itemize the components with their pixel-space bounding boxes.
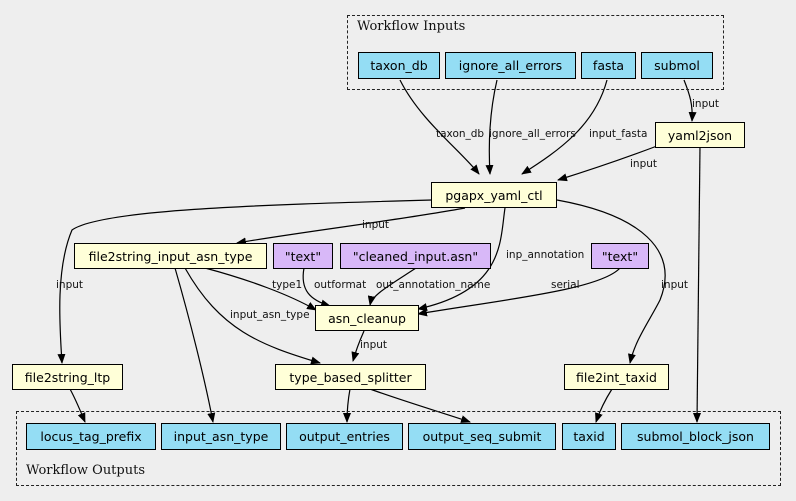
edge-fasta-pgapx bbox=[521, 79, 608, 175]
workflow-outputs-title: Workflow Outputs bbox=[26, 463, 145, 478]
edge-label-ignore-all-errors: ignore_all_errors bbox=[489, 128, 576, 140]
node-ignore-all-errors[interactable]: ignore_all_errors bbox=[445, 52, 576, 79]
node-cleaned-input-literal[interactable]: "cleaned_input.asn" bbox=[340, 243, 491, 269]
node-text-literal-1[interactable]: "text" bbox=[273, 243, 333, 269]
workflow-inputs-cluster: Workflow Inputs bbox=[347, 15, 724, 90]
node-input-asn-type[interactable]: input_asn_type bbox=[161, 423, 281, 450]
node-output-entries[interactable]: output_entries bbox=[286, 423, 403, 450]
node-type-based-splitter[interactable]: type_based_splitter bbox=[275, 364, 426, 390]
edge-label-type1: type1 bbox=[272, 279, 303, 291]
workflow-inputs-title: Workflow Inputs bbox=[357, 19, 466, 34]
edge-text1-asn bbox=[302, 267, 331, 308]
edge-label-inp-annotation: inp_annotation bbox=[506, 249, 585, 261]
edge-pgapx-taxid bbox=[556, 199, 666, 364]
node-locus-tag-prefix[interactable]: locus_tag_prefix bbox=[26, 423, 156, 450]
edge-asn-splitter bbox=[351, 330, 365, 362]
node-file2int-taxid[interactable]: file2int_taxid bbox=[564, 364, 669, 390]
node-fasta[interactable]: fasta bbox=[581, 52, 636, 79]
node-asn-cleanup[interactable]: asn_cleanup bbox=[315, 305, 419, 331]
edge-label-pgapx-f2s: input bbox=[362, 219, 390, 231]
edge-label-out-annotation-name: out_annotation_name bbox=[376, 279, 491, 291]
node-file2string-input-asn-type[interactable]: file2string_input_asn_type bbox=[74, 243, 267, 269]
node-text-literal-2[interactable]: "text" bbox=[591, 243, 649, 269]
node-taxon-db[interactable]: taxon_db bbox=[358, 52, 440, 79]
edge-label-pgapx-taxid: input bbox=[661, 279, 689, 291]
node-submol-block-json[interactable]: submol_block_json bbox=[621, 423, 770, 450]
edge-text2-asn bbox=[417, 267, 621, 317]
edge-pgapx-asn bbox=[417, 207, 506, 311]
edge-f2s-asn bbox=[204, 267, 317, 311]
edge-taxid-taxid bbox=[595, 388, 613, 423]
edge-yaml-pgapx bbox=[557, 145, 658, 182]
edge-yaml-submol-block bbox=[693, 145, 702, 423]
edge-f2s-splitter bbox=[184, 267, 321, 365]
edge-splitter-output-seq bbox=[369, 388, 471, 423]
node-file2string-ltp[interactable]: file2string_ltp bbox=[12, 364, 123, 390]
edge-label-pgapx-ltp: input bbox=[56, 279, 84, 291]
edge-label-yaml-pgapx: input bbox=[630, 158, 658, 170]
edge-submol-yaml bbox=[683, 79, 697, 122]
edge-label-input-fasta: input_fasta bbox=[589, 128, 648, 140]
edge-label-outformat: outformat bbox=[314, 279, 367, 291]
edge-ltp-locus bbox=[69, 388, 86, 423]
node-output-seq-submit[interactable]: output_seq_submit bbox=[408, 423, 556, 450]
node-pgapx-yaml-ctl[interactable]: pgapx_yaml_ctl bbox=[431, 182, 557, 208]
node-yaml2json[interactable]: yaml2json bbox=[655, 122, 745, 148]
node-taxid[interactable]: taxid bbox=[562, 423, 616, 450]
edge-label-serial: serial bbox=[551, 279, 580, 291]
edge-splitter-output-entries bbox=[343, 388, 352, 423]
edge-label-taxon-db: taxon_db bbox=[436, 128, 485, 140]
edge-pgapx-ltp bbox=[57, 199, 433, 364]
edge-label-submol-yaml: input bbox=[692, 98, 720, 110]
edge-cleaned-asn bbox=[367, 267, 417, 306]
node-submol[interactable]: submol bbox=[641, 52, 713, 79]
edge-ignore-pgapx bbox=[485, 79, 498, 175]
edge-label-input-asn-type: input_asn_type bbox=[230, 309, 310, 321]
workflow-outputs-cluster: Workflow Outputs bbox=[16, 411, 781, 486]
edge-f2s-input-asn-type bbox=[174, 267, 216, 423]
edge-label-asn-splitter: input bbox=[360, 339, 388, 351]
edge-pgapx-f2s bbox=[236, 207, 466, 246]
edge-taxon-db-pgapx bbox=[399, 79, 480, 175]
